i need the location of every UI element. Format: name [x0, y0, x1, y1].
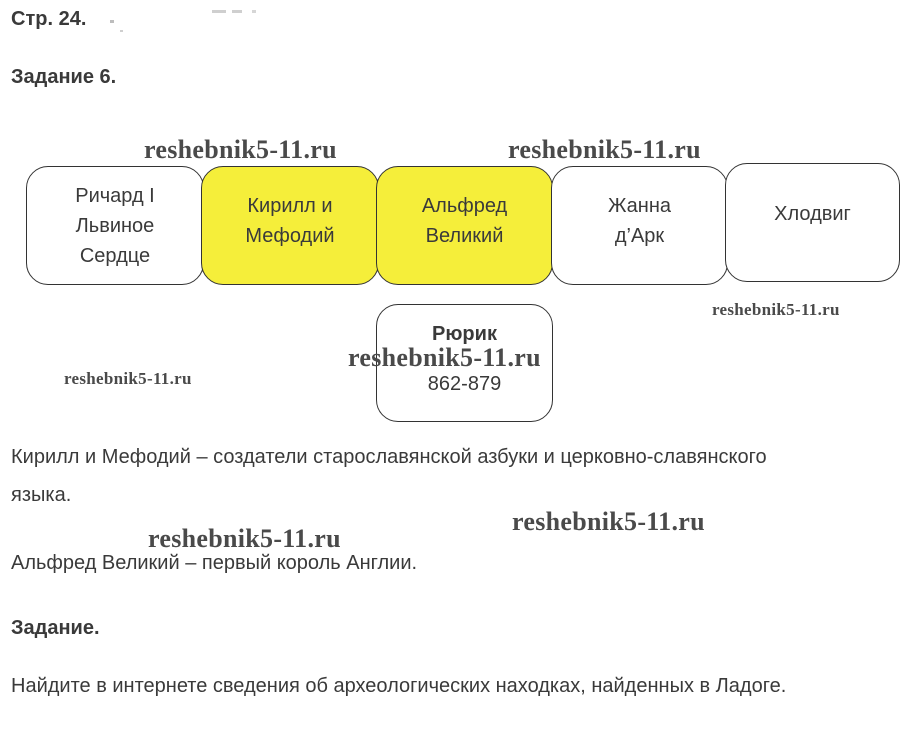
card-alfred-label: Альфред Великий	[421, 194, 508, 247]
watermark: reshebnik5-11.ru	[512, 507, 705, 536]
answer-line-3: Альфред Великий – первый король Англии.	[11, 552, 418, 574]
watermark: reshebnik5-11.ru	[712, 300, 840, 319]
card-cyril-methodius-label: Кирилл и Мефодий	[245, 194, 335, 247]
card-joan-label: Жанна д’Арк	[607, 194, 672, 247]
answer-line-1: Кирилл и Мефодий – создатели старославян…	[11, 446, 767, 468]
page-number: Стр. 24.	[11, 8, 87, 30]
watermark: reshebnik5-11.ru	[144, 135, 337, 164]
card-joan: Жанна д’Арк	[551, 166, 728, 285]
answer-line-2: языка.	[11, 484, 72, 506]
card-rurik-years: 862-879	[427, 373, 502, 395]
watermark: reshebnik5-11.ru	[64, 369, 192, 388]
card-rurik-name: Рюрик	[432, 323, 497, 345]
task-heading: Задание 6.	[11, 66, 117, 88]
card-clovis-label: Хлодвиг	[774, 202, 851, 225]
card-richard: Ричард I Львиное Сердце	[26, 166, 204, 285]
watermark: reshebnik5-11.ru	[508, 135, 701, 164]
extra-task-heading: Задание.	[11, 617, 100, 639]
card-alfred: Альфред Великий	[376, 166, 553, 285]
watermark: reshebnik5-11.ru	[148, 524, 341, 553]
header-artifact-marks	[110, 10, 256, 32]
extra-task-text: Найдите в интернете сведения об археолог…	[11, 675, 787, 697]
card-cyril-methodius: Кирилл и Мефодий	[201, 166, 379, 285]
card-rurik: Рюрик 862-879	[376, 304, 553, 422]
watermark: reshebnik5-11.ru	[348, 343, 541, 372]
card-richard-label: Ричард I Львиное Сердце	[75, 184, 155, 267]
card-clovis: Хлодвиг	[725, 163, 900, 282]
